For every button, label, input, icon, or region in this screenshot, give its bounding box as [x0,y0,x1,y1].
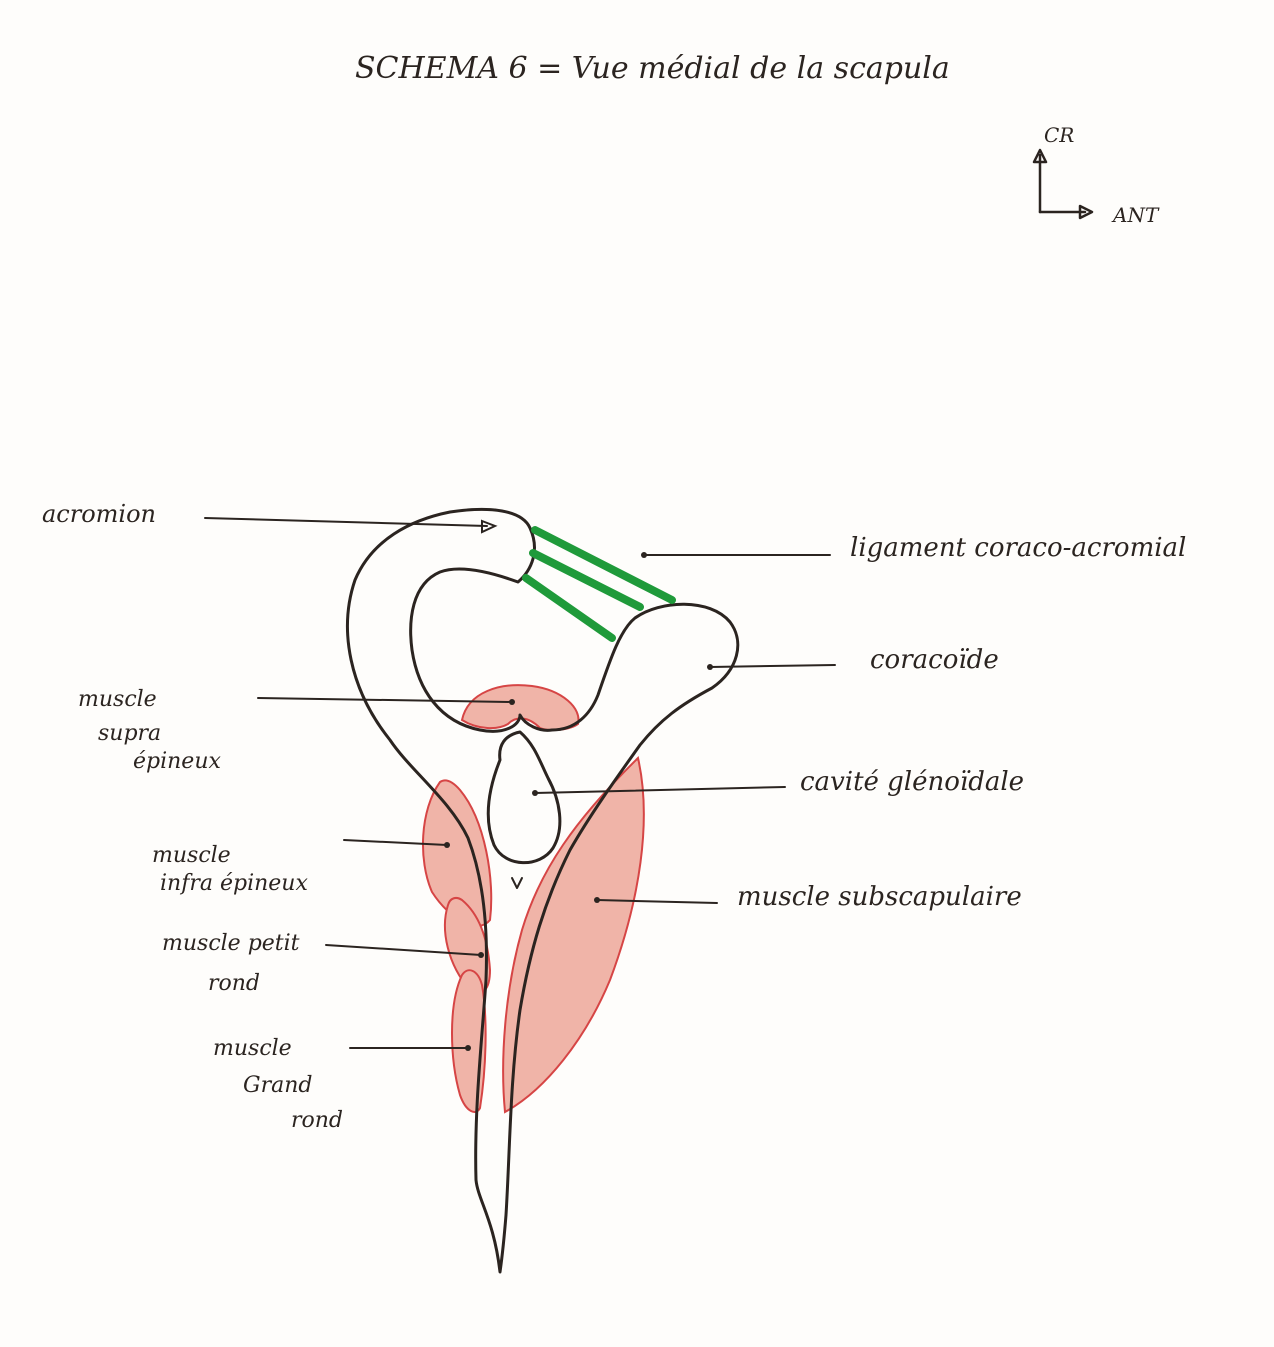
leader-coracoide [709,664,836,668]
compass-cranial-label: CR [1044,123,1074,147]
ligament-band-3 [522,574,616,642]
label-supra-line1: muscle [78,687,157,712]
arrowhead-acromion-icon [481,519,498,534]
glenoid-cavity-outline [486,730,562,865]
label-grand-line1: muscle [213,1036,292,1061]
dot-glenoid-icon [532,790,538,796]
muscle-teres-major-shape [451,969,487,1113]
label-glenoid: cavité glénoïdale [800,767,1024,797]
anatomy-labels: acromion ligament coraco-acromial coraco… [42,500,1186,1133]
label-supra-line3: épineux [133,749,221,774]
label-ligament: ligament coraco-acromial [850,533,1186,563]
label-acromion: acromion [42,500,156,528]
label-grand-line2: Grand [243,1073,312,1098]
label-infra-line2: infra épineux [160,871,308,896]
compass-anterior-label: ANT [1111,203,1160,227]
label-petit-line1: muscle petit [162,931,300,956]
compass-arrow-up-icon [1032,148,1048,214]
dot-teres-minor-icon [478,952,484,958]
dot-coracoide-icon [707,664,713,670]
label-coracoide: coracoïde [870,645,999,675]
compass-arrow-right-icon [1038,204,1094,220]
dot-infraspinatus-icon [444,842,450,848]
dot-ligament-icon [641,552,647,558]
apex-tick-mark [511,877,523,889]
leader-supraspinatus [257,697,513,703]
muscles [422,684,645,1114]
leader-subscapularis [596,899,718,904]
ligament-band-1 [531,526,676,604]
dot-supraspinatus-icon [509,699,515,705]
scapula-outline [346,507,740,1274]
scapula-bone [346,507,740,1274]
dot-subscapularis-icon [594,897,600,903]
coraco-acromial-ligament [522,526,676,642]
orientation-compass: CR ANT [1032,123,1160,227]
leader-teres-minor [325,944,482,956]
label-grand-line3: rond [291,1108,343,1133]
muscle-supraspinatus-shape [460,684,580,732]
label-subscapularis: muscle subscapulaire [737,882,1022,912]
label-supra-line2: supra [98,721,161,746]
label-petit-line2: rond [208,971,260,996]
leader-acromion [204,517,488,527]
muscle-infraspinatus-shape [422,779,493,927]
leader-glenoid [534,786,786,794]
diagram-title: SCHEMA 6 = Vue médial de la scapula [355,51,950,86]
muscle-subscapularis-shape [502,756,645,1114]
ligament-band-2 [529,549,644,611]
leader-arrowheads [444,519,713,1051]
label-infra-line1: muscle [152,843,231,868]
leader-lines [204,517,836,1049]
dot-teres-major-icon [465,1045,471,1051]
muscle-teres-minor-shape [444,896,492,995]
leader-infraspinatus [343,839,448,846]
